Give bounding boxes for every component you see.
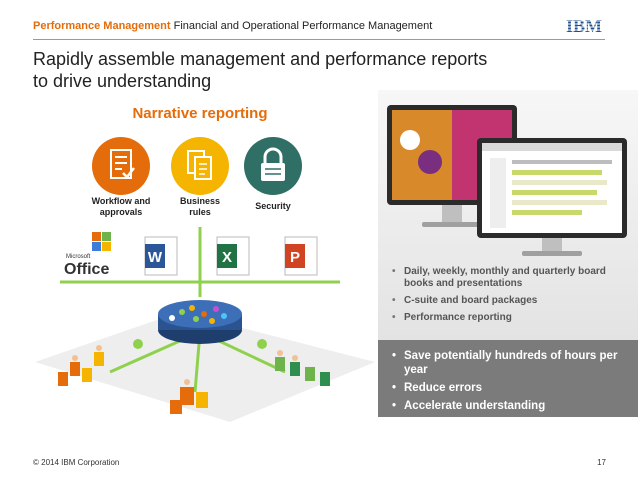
data-hub-icon <box>158 300 242 344</box>
feature-item: C-suite and board packages <box>392 295 632 307</box>
powerpoint-icon: P <box>284 236 318 276</box>
business-rules-circle <box>171 137 229 195</box>
security-circle <box>244 137 302 195</box>
checklist-icon <box>110 149 135 179</box>
lock-icon <box>261 147 285 181</box>
people-group-left <box>58 345 104 386</box>
svg-text:P: P <box>290 249 300 266</box>
header-brand: Performance Management <box>33 20 171 32</box>
feature-item: Daily, weekly, monthly and quarterly boa… <box>392 266 632 290</box>
monitor-front <box>477 138 627 256</box>
page-number: 17 <box>597 458 606 467</box>
security-label: Security <box>255 201 291 211</box>
people-group-bottom <box>170 379 208 414</box>
ibm-logo-text: IBM <box>566 17 602 35</box>
svg-text:X: X <box>222 249 232 266</box>
word-icon: W <box>144 236 178 276</box>
monitors-illustration <box>387 105 627 256</box>
green-sphere <box>257 339 267 349</box>
benefit-item: Reduce errors <box>392 381 622 395</box>
feature-list: Daily, weekly, monthly and quarterly boa… <box>392 266 632 329</box>
title-line-2: to drive understanding <box>33 71 212 91</box>
documents-icon <box>187 150 212 180</box>
feature-item: Performance reporting <box>392 312 632 324</box>
svg-text:W: W <box>148 249 163 266</box>
page-title: Rapidly assemble management and performa… <box>33 48 593 92</box>
benefit-item: Save potentially hundreds of hours per y… <box>392 349 622 377</box>
header-subtitle: Financial and Operational Performance Ma… <box>173 20 433 32</box>
platform-floor <box>35 312 375 422</box>
benefit-list: Save potentially hundreds of hours per y… <box>392 349 622 417</box>
slide-header: Performance Management Financial and Ope… <box>33 20 432 32</box>
title-line-1: Rapidly assemble management and performa… <box>33 49 488 69</box>
header-rule <box>33 39 605 40</box>
excel-icon: X <box>216 236 250 276</box>
ibm-logo: IBM <box>563 17 605 35</box>
narrative-title: Narrative reporting <box>132 105 268 122</box>
people-group-right <box>275 350 330 386</box>
office-logo: Microsoft Office <box>64 232 111 278</box>
workflow-circle <box>92 137 150 195</box>
business-rules-label: Business rules <box>179 196 221 217</box>
office-brand-small: Microsoft <box>66 254 91 260</box>
workflow-label: Workflow and approvals <box>91 196 151 217</box>
office-brand-large: Office <box>64 261 109 278</box>
integration-illustration: Microsoft Office W X P <box>35 227 375 422</box>
green-sphere <box>133 339 143 349</box>
benefit-item: Accelerate understanding <box>392 399 622 413</box>
footer-copyright: © 2014 IBM Corporation <box>33 458 120 467</box>
